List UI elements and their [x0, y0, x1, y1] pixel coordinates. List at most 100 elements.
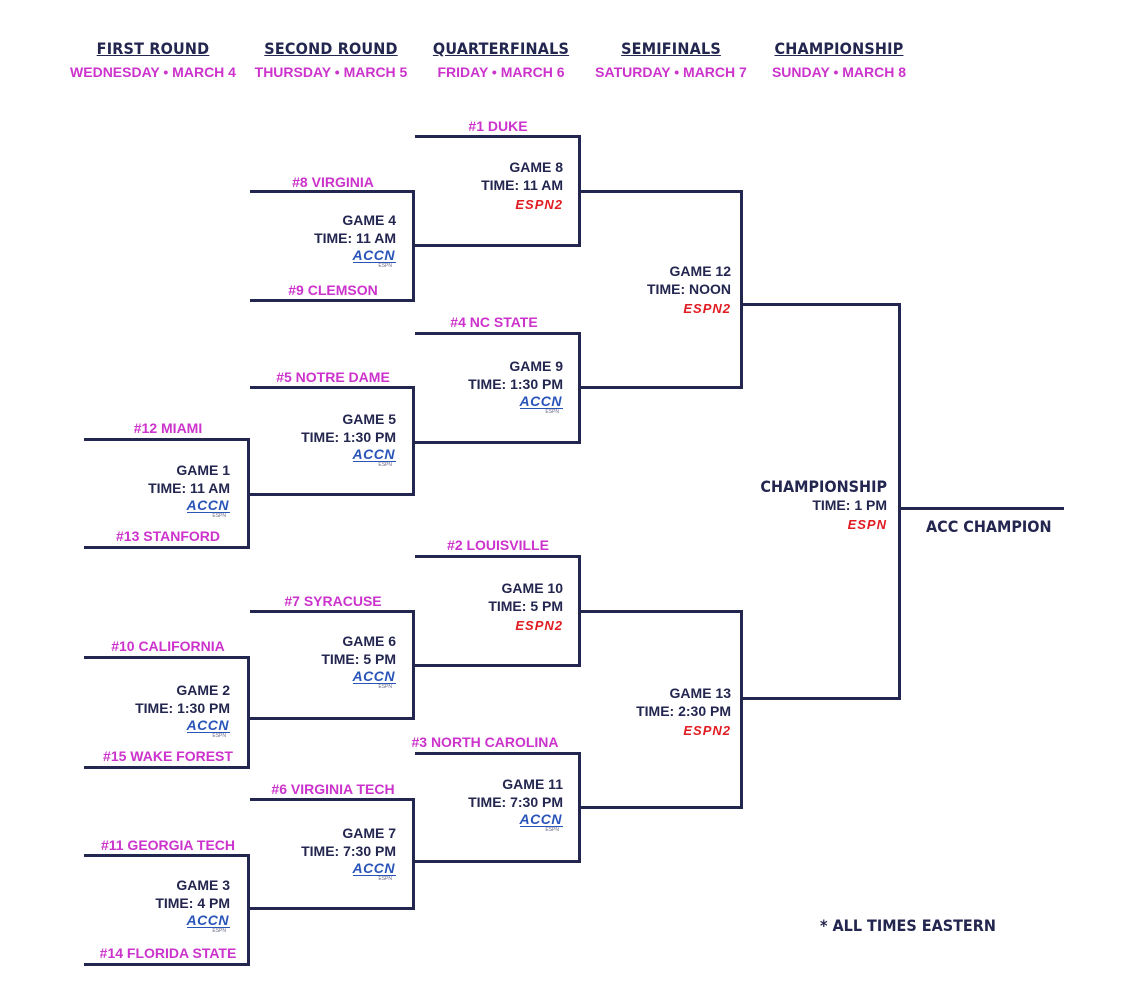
bracket-line [84, 854, 250, 857]
bracket-line [412, 860, 581, 863]
bracket-line [247, 854, 250, 966]
espn2-logo: ESPN2 [683, 723, 731, 738]
round-name: SEMIFINALS [621, 39, 721, 58]
bracket-line [578, 190, 743, 193]
team-syracuse: #7 SYRACUSE [284, 593, 382, 609]
game-time: TIME: 5 PM [321, 651, 396, 667]
game-time: TIME: 5 PM [488, 598, 563, 614]
game-8: GAME 8 TIME: 11 AM ESPN2 [481, 158, 563, 212]
bracket-line [250, 386, 415, 389]
team-california: #10 CALIFORNIA [111, 638, 225, 654]
round-header-quarterfinals: QUARTERFINALS FRIDAY • MARCH 6 [416, 39, 586, 81]
bracket-line [740, 190, 743, 389]
game-title: GAME 1 [176, 462, 230, 478]
bracket-line [412, 664, 581, 667]
round-header-semifinals: SEMIFINALS SATURDAY • MARCH 7 [586, 39, 756, 81]
espn2-logo: ESPN2 [515, 197, 563, 212]
game-time: TIME: NOON [647, 281, 731, 297]
game-10: GAME 10 TIME: 5 PM ESPN2 [488, 579, 563, 633]
round-header-first: FIRST ROUND WEDNESDAY • MARCH 4 [68, 39, 238, 81]
game-6: GAME 6 TIME: 5 PM ACCN ESPN [321, 632, 396, 690]
game-9: GAME 9 TIME: 1:30 PM ACCN ESPN [468, 357, 563, 415]
accn-logo: ACCN ESPN [352, 668, 396, 690]
game-time: TIME: 7:30 PM [301, 843, 396, 859]
espn2-logo: ESPN2 [515, 618, 563, 633]
game-title: GAME 10 [501, 580, 563, 596]
game-title: GAME 9 [509, 358, 563, 374]
accn-logo: ACCN ESPN [519, 393, 563, 415]
team-stanford: #13 STANFORD [116, 528, 220, 544]
bracket-line [415, 332, 581, 335]
accn-logo: ACCN ESPN [352, 860, 396, 882]
bracket-line [415, 752, 581, 755]
game-title: GAME 11 [502, 776, 563, 792]
bracket-line [247, 907, 415, 910]
espn2-logo: ESPN2 [683, 301, 731, 316]
bracket-line [578, 806, 743, 809]
bracket-line [247, 717, 415, 720]
espn-logo: ESPN [847, 517, 887, 532]
bracket-line [740, 303, 901, 306]
bracket-line [84, 766, 250, 769]
bracket-line [247, 493, 415, 496]
acc-champion-label: ACC CHAMPION [926, 517, 1052, 536]
bracket-line [740, 697, 901, 700]
game-2: GAME 2 TIME: 1:30 PM ACCN ESPN [135, 681, 230, 739]
game-title: GAME 12 [669, 263, 731, 279]
game-title: GAME 6 [342, 633, 396, 649]
game-time: TIME: 11 AM [314, 230, 396, 246]
game-3: GAME 3 TIME: 4 PM ACCN ESPN [155, 876, 230, 934]
times-footnote: * ALL TIMES EASTERN [820, 916, 996, 935]
bracket-line [84, 546, 250, 549]
bracket-line [247, 656, 250, 769]
round-header-second: SECOND ROUND THURSDAY • MARCH 5 [246, 39, 416, 81]
game-time: TIME: 11 AM [148, 480, 230, 496]
bracket-line [415, 135, 581, 138]
bracket-line [84, 438, 250, 441]
bracket-line [250, 190, 415, 193]
team-notre-dame: #5 NOTRE DAME [276, 369, 390, 385]
game-title: GAME 2 [176, 682, 230, 698]
championship-title: CHAMPIONSHIP [760, 477, 887, 496]
bracket-line [898, 507, 1064, 510]
bracket-line [250, 299, 415, 302]
accn-logo: ACCN ESPN [186, 912, 230, 934]
game-1: GAME 1 TIME: 11 AM ACCN ESPN [148, 461, 230, 519]
game-title: GAME 13 [669, 685, 731, 701]
team-virginia-tech: #6 VIRGINIA TECH [271, 781, 395, 797]
game-time: TIME: 4 PM [155, 895, 230, 911]
accn-logo: ACCN ESPN [352, 247, 396, 269]
round-name: SECOND ROUND [264, 39, 398, 58]
round-name: FIRST ROUND [96, 39, 210, 58]
accn-logo: ACCN ESPN [519, 811, 563, 833]
bracket-line [412, 798, 415, 910]
round-date: THURSDAY • MARCH 5 [254, 64, 408, 80]
bracket-line [578, 610, 743, 613]
game-title: GAME 7 [342, 825, 396, 841]
game-time: TIME: 1:30 PM [135, 700, 230, 716]
game-time: TIME: 2:30 PM [636, 703, 731, 719]
bracket-line [84, 656, 250, 659]
game-time: TIME: 7:30 PM [468, 794, 563, 810]
team-louisville: #2 LOUISVILLE [447, 537, 549, 553]
round-name: QUARTERFINALS [432, 39, 570, 58]
game-time: TIME: 1 PM [812, 497, 887, 513]
bracket-line [250, 610, 415, 613]
team-nc-state: #4 NC STATE [450, 314, 538, 330]
game-title: GAME 5 [342, 411, 396, 427]
team-miami: #12 MIAMI [133, 420, 203, 436]
game-5: GAME 5 TIME: 1:30 PM ACCN ESPN [301, 410, 396, 468]
bracket-line [898, 303, 901, 700]
team-north-carolina: #3 NORTH CAROLINA [411, 734, 559, 750]
team-duke: #1 DUKE [468, 118, 528, 134]
game-title: GAME 4 [342, 212, 396, 228]
game-title: GAME 8 [509, 159, 563, 175]
bracket-line [740, 610, 743, 809]
game-title: GAME 3 [176, 877, 230, 893]
game-13: GAME 13 TIME: 2:30 PM ESPN2 [636, 684, 731, 738]
game-7: GAME 7 TIME: 7:30 PM ACCN ESPN [301, 824, 396, 882]
bracket-line [415, 555, 581, 558]
accn-logo: ACCN ESPN [352, 446, 396, 468]
round-date: SUNDAY • MARCH 8 [771, 64, 907, 80]
round-date: SATURDAY • MARCH 7 [595, 64, 747, 80]
